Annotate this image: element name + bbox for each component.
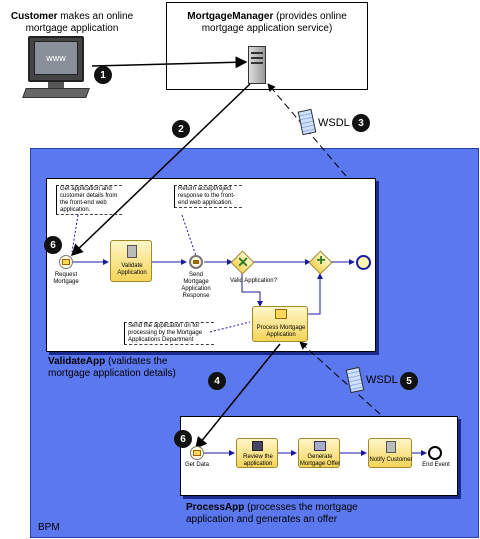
notify-customer-task[interactable]: Notify Customer — [368, 438, 413, 468]
arrow-4 — [195, 343, 281, 450]
wsdl-label-bottom: WSDL — [366, 374, 398, 386]
arrow-2 — [70, 83, 251, 257]
note-send-application: Send the application on for processing b… — [124, 322, 214, 345]
customer-bold: Customer — [10, 11, 58, 22]
end-event-label: End Event — [422, 462, 450, 468]
review-icon — [252, 441, 263, 451]
step-badge-2: 2 — [172, 120, 190, 138]
generate-mortgage-offer-task[interactable]: Generate Mortgage Offer — [298, 438, 340, 468]
gateway-label: Valid Application? — [230, 278, 277, 284]
note-connector — [181, 214, 197, 257]
review-application-task[interactable]: Review the application — [236, 438, 278, 468]
note-connector — [209, 321, 251, 333]
envelope-icon — [275, 309, 287, 319]
message-start-event-icon[interactable] — [59, 255, 73, 269]
step-badge-6-validate: 6 — [44, 236, 62, 254]
validate-app-rest: (validates the — [105, 356, 168, 367]
subprocess-icon — [314, 441, 326, 451]
end-event-icon[interactable] — [428, 446, 442, 460]
send-response-label: Send Mortgage Application Response — [181, 272, 211, 299]
step-badge-1: 1 — [94, 66, 112, 84]
computer-monitor-icon: www — [20, 36, 90, 102]
manager-bold: MortgageManager — [187, 11, 274, 22]
screen-text: www — [46, 53, 66, 63]
get-data-start-event-icon[interactable] — [190, 446, 204, 460]
customer-rest: makes an online — [57, 11, 134, 22]
note-get-application: Get application and customer details fro… — [56, 185, 122, 215]
step-badge-5: 5 — [400, 372, 418, 390]
end-event-icon[interactable] — [356, 255, 371, 270]
process-app-line2: application and generates an offer — [186, 514, 338, 525]
validate-application-task[interactable]: Validate Application — [110, 240, 152, 282]
customer-line2: mortgage application — [25, 23, 119, 34]
step-badge-3: 3 — [352, 114, 370, 132]
manager-caption: MortgageManager (provides online mortgag… — [168, 11, 366, 35]
validate-app-bold: ValidateApp — [48, 356, 106, 367]
process-app-rest: (processes the mortgage — [244, 502, 358, 513]
note-return-response: Return accept/reject response to the fro… — [174, 185, 242, 208]
manager-line2: mortgage application service) — [201, 23, 333, 34]
step-badge-6-process: 6 — [174, 430, 192, 448]
server-icon — [248, 46, 266, 84]
flow-line — [241, 272, 263, 307]
validate-app-caption: ValidateApp (validates the mortgage appl… — [48, 356, 218, 380]
send-response-event-icon[interactable] — [189, 255, 203, 269]
request-mortgage-label: Request Mortgage — [53, 272, 79, 285]
manager-rest: (provides online — [273, 11, 347, 22]
get-data-label: Get Data — [184, 462, 209, 468]
flow-line — [308, 273, 323, 315]
process-app-caption: ProcessApp (processes the mortgage appli… — [186, 502, 456, 526]
process-app-bold: ProcessApp — [186, 502, 245, 513]
validate-app-line2: mortgage application details) — [48, 368, 176, 379]
step-badge-4: 4 — [208, 372, 226, 390]
mortgage-manager-box — [166, 2, 368, 90]
wsdl-label-top: WSDL — [318, 117, 350, 129]
task-icon — [127, 245, 137, 258]
arrow-1 — [91, 56, 248, 69]
task-icon — [386, 441, 396, 453]
customer-caption: Customer makes an online mortgage applic… — [2, 11, 142, 35]
dashed-arrow-5 — [299, 341, 381, 415]
note-connector — [71, 214, 79, 253]
process-mortgage-task[interactable]: Process Mortgage Application — [252, 306, 308, 342]
bpm-label: BPM — [38, 522, 60, 533]
